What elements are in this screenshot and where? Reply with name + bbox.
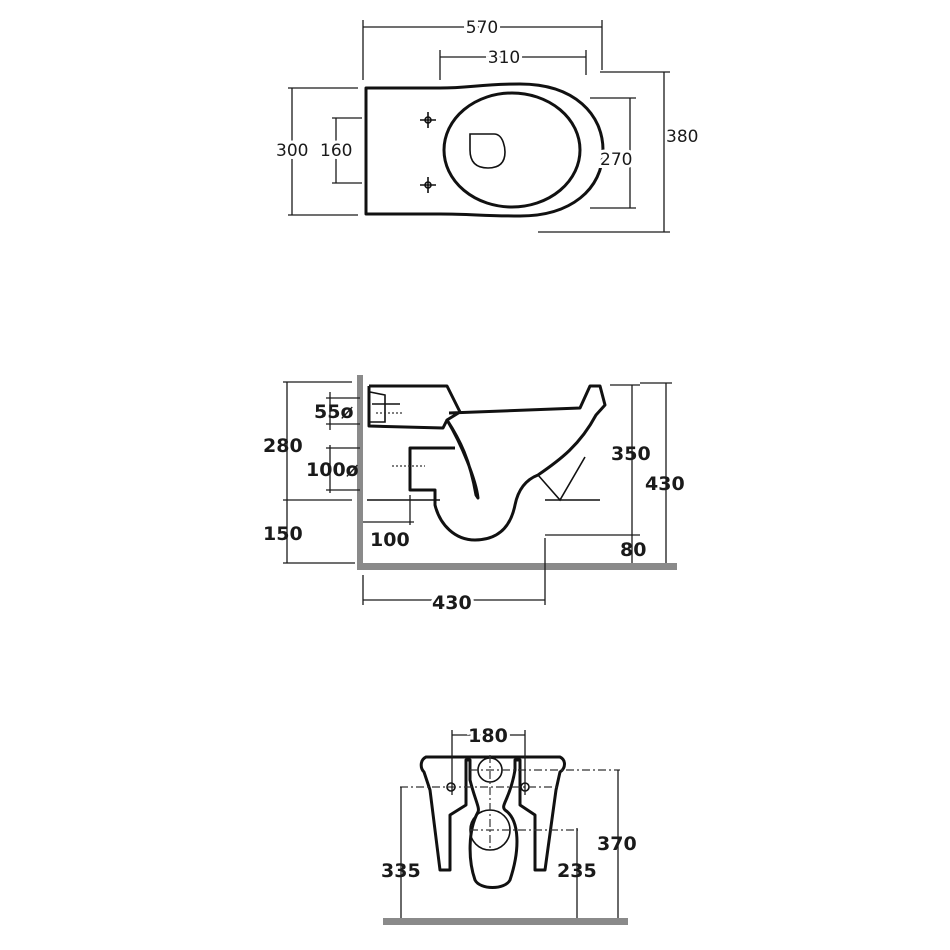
dim-outlet-projection: 100 [370,529,410,551]
bowl-rim [442,91,582,209]
front-view: 180 370 335 235 [381,722,637,925]
dim-overall-length: 570 [466,18,498,38]
dim-rear-width: 300 [276,141,308,161]
dim-height-total: 370 [597,833,637,855]
top-view: 570 310 380 270 300 160 [273,15,698,233]
dim-rim-height: 430 [645,473,685,495]
dim-bowl-opening: 310 [488,48,520,68]
dim-bowl-width: 270 [600,150,632,170]
dim-clearance: 80 [620,539,646,561]
dim-inlet-height: 280 [263,435,303,457]
floor-front [383,918,628,925]
dim-fixing-height: 335 [381,860,421,882]
dim-outlet-height: 150 [263,523,303,545]
dim-overall-width: 380 [666,127,698,147]
side-view: 280 55ø 100ø 150 100 350 430 80 430 [263,375,685,617]
floor [357,563,677,570]
bowl-hole [469,133,506,169]
fixing-hole-icon [420,112,436,193]
dim-fixing-spacing: 160 [320,141,352,161]
dim-outlet-diameter: 100ø [306,459,359,481]
wall [357,375,363,570]
dim-front-outlet-height: 235 [557,860,597,882]
dim-projection: 430 [432,592,472,614]
dim-front-fixing-spacing: 180 [468,725,508,747]
dim-inlet-diameter: 55ø [314,401,354,423]
side-view-outline [367,384,607,542]
dim-bowl-height: 350 [611,443,651,465]
front-view-outline [419,755,566,889]
